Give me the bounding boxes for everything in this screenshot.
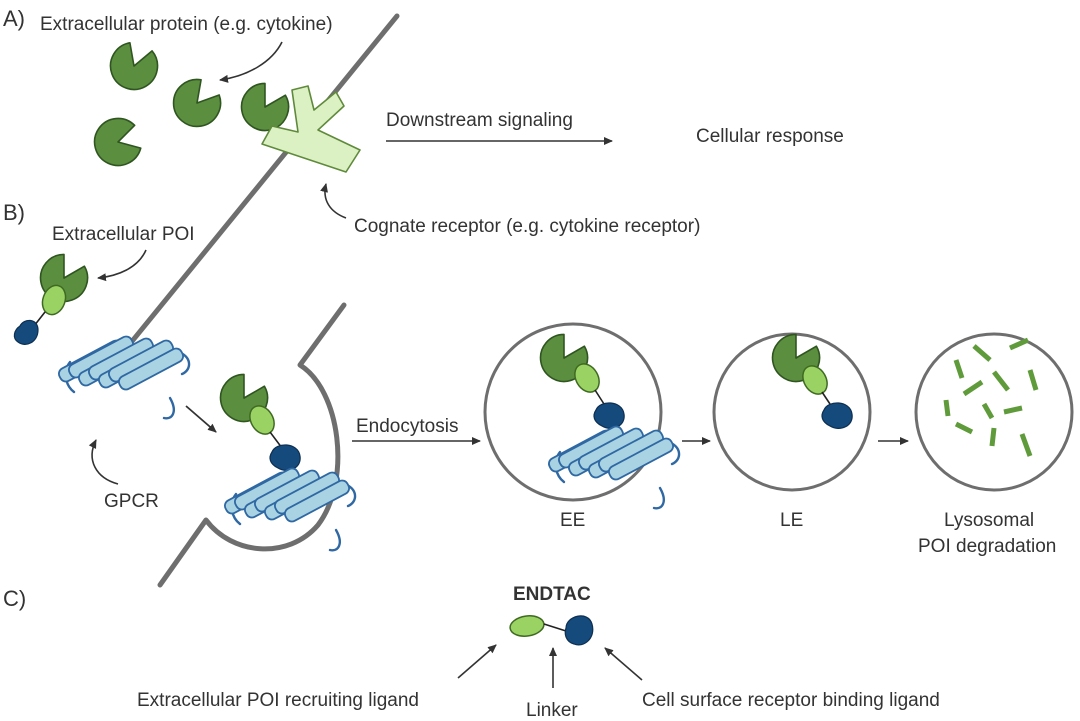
plasma-membrane-pit bbox=[157, 302, 347, 588]
binding-arrow bbox=[185, 405, 217, 433]
receptor-binding-ligand-shape bbox=[564, 615, 594, 646]
gpcr-arrow bbox=[88, 439, 119, 485]
endtac-title: ENDTAC bbox=[513, 584, 591, 605]
cognate-receptor bbox=[261, 85, 361, 173]
cytokine-molecule bbox=[88, 113, 145, 172]
panel-label-b: B) bbox=[3, 200, 25, 225]
panel-label-c: C) bbox=[3, 586, 26, 611]
ee-cargo bbox=[531, 327, 681, 510]
linker-shape bbox=[543, 623, 567, 632]
extracellular-poi-label: Extracellular POI bbox=[52, 224, 195, 245]
degraded-poi-fragments bbox=[943, 337, 1039, 457]
early-endosome bbox=[483, 322, 663, 502]
lysosome bbox=[914, 332, 1074, 492]
gpcr-receptor bbox=[55, 333, 191, 420]
extracellular-protein-arrow bbox=[219, 41, 283, 83]
poi-endtac-complex-free bbox=[13, 247, 96, 345]
le-cargo bbox=[763, 327, 853, 429]
endtac-molecule bbox=[509, 615, 594, 646]
recruiting-ligand-arrow bbox=[457, 644, 497, 679]
cytokine-molecule bbox=[103, 37, 164, 97]
cognate-receptor-label: Cognate receptor (e.g. cytokine receptor… bbox=[354, 216, 700, 237]
gpcr-label: GPCR bbox=[104, 491, 159, 512]
le-label: LE bbox=[780, 510, 803, 531]
extracellular-poi-arrow bbox=[97, 249, 147, 282]
cytokine-molecule bbox=[163, 71, 229, 137]
cellular-response-label: Cellular response bbox=[696, 126, 844, 147]
recruiting-ligand-label: Extracellular POI recruiting ligand bbox=[137, 690, 419, 711]
endocytosis-label: Endocytosis bbox=[356, 416, 458, 437]
poi-recruiting-ligand-shape bbox=[509, 615, 545, 637]
poi-endtac-gpcr-complex bbox=[211, 367, 357, 552]
plasma-membrane-top bbox=[117, 13, 400, 359]
lysosomal-label-line1: Lysosomal bbox=[944, 510, 1034, 531]
binding-ligand-arrow bbox=[604, 647, 643, 681]
panel-label-a: A) bbox=[3, 6, 25, 31]
lysosomal-label-line2: POI degradation bbox=[918, 536, 1056, 557]
cognate-receptor-arrow bbox=[320, 183, 347, 219]
ee-label: EE bbox=[560, 510, 585, 531]
downstream-signaling-label: Downstream signaling bbox=[386, 110, 573, 131]
binding-ligand-label: Cell surface receptor binding ligand bbox=[642, 690, 940, 711]
extracellular-protein-label: Extracellular protein (e.g. cytokine) bbox=[40, 14, 333, 35]
linker-label: Linker bbox=[526, 700, 578, 721]
